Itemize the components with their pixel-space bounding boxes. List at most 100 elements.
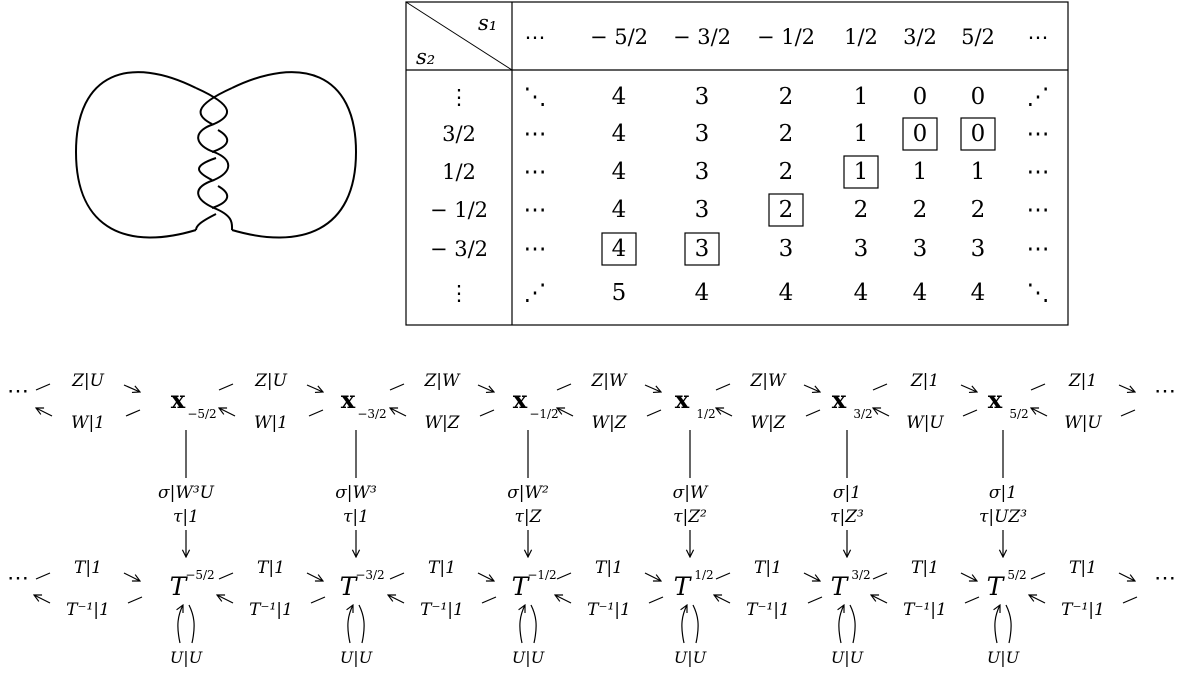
top-backward-label: W|Z xyxy=(591,413,627,433)
vertical-label-sigma: σ|1 xyxy=(989,483,1017,503)
table-cell: ⋰ xyxy=(1027,84,1050,110)
knot-twist-strand-b xyxy=(195,87,233,231)
self-loop-strand xyxy=(849,604,856,644)
vertical-label-tau: τ|Z xyxy=(515,507,543,527)
top-backward-arrow xyxy=(36,408,53,417)
top-backward-edge-tail xyxy=(125,409,141,417)
self-loop-arrow xyxy=(682,605,687,644)
generator-x-index: −5/2 xyxy=(187,407,216,421)
table-cell: 4 xyxy=(913,280,928,306)
generator-x-index: −1/2 xyxy=(529,407,558,421)
table-cell: ⋰ xyxy=(524,280,547,306)
table-cell-box xyxy=(601,232,637,266)
top-forward-arrow xyxy=(477,384,494,392)
generator-T-exponent: −5/2 xyxy=(185,568,214,582)
top-forward-arrow xyxy=(803,384,820,392)
vertical-label-sigma: σ|W³U xyxy=(158,483,215,503)
generator-x: x xyxy=(171,385,186,414)
top-backward-arrow xyxy=(1031,408,1048,417)
top-forward-label: Z|U xyxy=(71,371,105,391)
generator-T: T xyxy=(831,572,850,601)
self-loop-label: U|U xyxy=(831,648,864,667)
table-cell: ⋱ xyxy=(524,84,547,110)
table-cell: ⋯ xyxy=(524,236,547,262)
table-corner-diagonal xyxy=(405,1,513,71)
bottom-backward-edge-tail xyxy=(310,596,326,604)
top-backward-label: W|Z xyxy=(424,413,460,433)
bottom-backward-label: T⁻¹|1 xyxy=(249,600,293,620)
self-loop-strand xyxy=(692,604,699,644)
bottom-forward-edge-tail xyxy=(218,572,234,580)
bottom-forward-label: T|1 xyxy=(1069,558,1097,578)
generator-x: x xyxy=(832,385,847,414)
table-cell: 2 xyxy=(779,197,794,223)
self-loop-arrow xyxy=(839,605,844,644)
top-backward-arrow xyxy=(219,408,236,417)
bottom-forward-label: T|1 xyxy=(595,558,623,578)
bottom-backward-arrow xyxy=(1029,595,1046,604)
generator-T: T xyxy=(170,572,189,601)
table-cell: 4 xyxy=(779,280,794,306)
generator-x-index: −3/2 xyxy=(357,407,386,421)
top-backward-label: W|1 xyxy=(71,413,105,433)
bottom-backward-arrow xyxy=(714,595,731,604)
bottom-forward-label: T|1 xyxy=(911,558,939,578)
top-backward-arrow xyxy=(390,408,407,417)
table-cell: 3 xyxy=(971,236,986,262)
table-cell: 1 xyxy=(854,84,869,110)
top-forward-label: Z|1 xyxy=(1068,371,1097,391)
table-cell: 4 xyxy=(971,280,986,306)
table-cell: 3 xyxy=(695,236,710,262)
bottom-forward-arrow xyxy=(477,572,494,581)
table-cell: 3 xyxy=(695,84,710,110)
table-row-header: ⋮ xyxy=(449,281,470,305)
self-loop-label: U|U xyxy=(512,648,545,667)
table-cell: 2 xyxy=(779,121,794,147)
vertical-label-sigma: σ|W² xyxy=(507,483,549,503)
vertical-label-tau: τ|1 xyxy=(173,507,199,527)
table-cell-box xyxy=(960,117,996,151)
top-forward-arrow xyxy=(960,384,977,392)
top-forward-edge-tail xyxy=(389,383,405,391)
table-col-header: − 1/2 xyxy=(757,25,815,49)
table-cell: 2 xyxy=(779,159,794,185)
bottom-forward-edge-tail xyxy=(556,572,572,580)
bottom-forward-arrow xyxy=(644,572,661,581)
generator-T-exponent: 5/2 xyxy=(1007,568,1026,582)
table-cell: 0 xyxy=(913,121,928,147)
top-forward-edge-tail xyxy=(218,383,234,391)
bottom-forward-label: T|1 xyxy=(428,558,456,578)
table-cell: 4 xyxy=(612,236,627,262)
top-forward-label: Z|1 xyxy=(910,371,939,391)
table-row-header: − 3/2 xyxy=(430,237,488,261)
table-col-header: − 3/2 xyxy=(673,25,731,49)
vertical-label-tau: τ|UZ³ xyxy=(979,507,1027,527)
bottom-backward-label: T⁻¹|1 xyxy=(66,600,110,620)
ellipsis-left-top: ⋯ xyxy=(7,379,29,404)
generator-x: x xyxy=(988,385,1003,414)
table-row-header: ⋮ xyxy=(449,85,470,109)
bottom-forward-arrow xyxy=(1118,572,1135,581)
generator-T: T xyxy=(987,572,1006,601)
vertical-label-sigma: σ|W xyxy=(673,483,709,503)
top-backward-label: W|U xyxy=(906,413,944,433)
table-corner-s2: s₂ xyxy=(416,45,435,69)
bottom-backward-arrow xyxy=(871,595,888,604)
bottom-forward-arrow xyxy=(123,572,140,581)
bottom-backward-edge-tail xyxy=(807,596,823,604)
top-forward-edge-tail xyxy=(715,383,731,391)
table-col-header: − 5/2 xyxy=(590,25,648,49)
bottom-backward-edge-tail xyxy=(648,596,664,604)
table-cell: 4 xyxy=(612,197,627,223)
top-backward-label: W|1 xyxy=(254,413,288,433)
bottom-forward-label: T|1 xyxy=(257,558,285,578)
table-col-header: 1/2 xyxy=(844,25,878,49)
bottom-forward-edge-tail xyxy=(389,572,405,580)
bottom-backward-label: T⁻¹|1 xyxy=(903,600,947,620)
table-cell: 2 xyxy=(779,84,794,110)
ellipsis-right-bottom: ⋯ xyxy=(1154,566,1176,591)
generator-T: T xyxy=(674,572,693,601)
bottom-forward-arrow xyxy=(306,572,323,581)
vertical-label-sigma: σ|W³ xyxy=(335,483,377,503)
top-backward-edge-tail xyxy=(805,409,821,417)
